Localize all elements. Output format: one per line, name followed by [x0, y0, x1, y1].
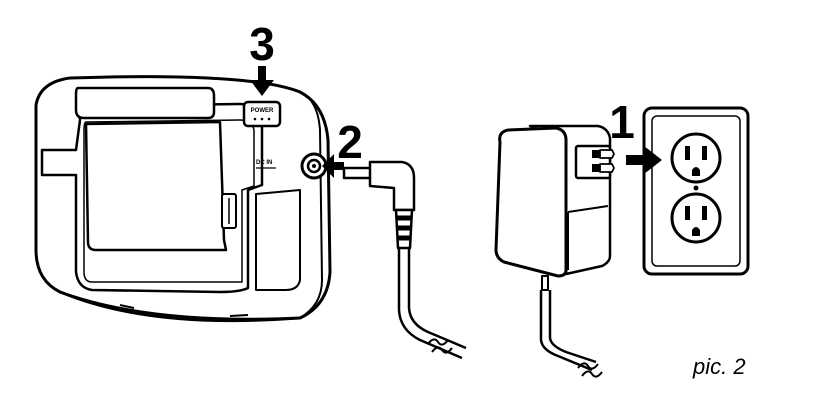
power-button-label: POWER [251, 108, 274, 114]
step-3-arrow [250, 66, 274, 96]
wall-outlet [642, 106, 750, 276]
figure-caption: pic. 2 [693, 354, 746, 379]
outlet-receptacle-top [670, 132, 722, 184]
outlet-receptacle-bottom [670, 192, 722, 244]
power-button: POWER [242, 100, 282, 128]
ac-adapter [494, 124, 615, 378]
step-1-number: 1 [609, 96, 635, 148]
dc-plug-cable [342, 160, 467, 360]
dc-jack-label: DC IN [256, 160, 272, 166]
step-2-arrow [322, 154, 344, 178]
device-dc-jack [300, 152, 328, 180]
step-3-number: 3 [249, 18, 275, 70]
step-2-number: 2 [337, 116, 363, 168]
handheld-device [34, 75, 332, 323]
step-1-arrow [626, 146, 662, 174]
